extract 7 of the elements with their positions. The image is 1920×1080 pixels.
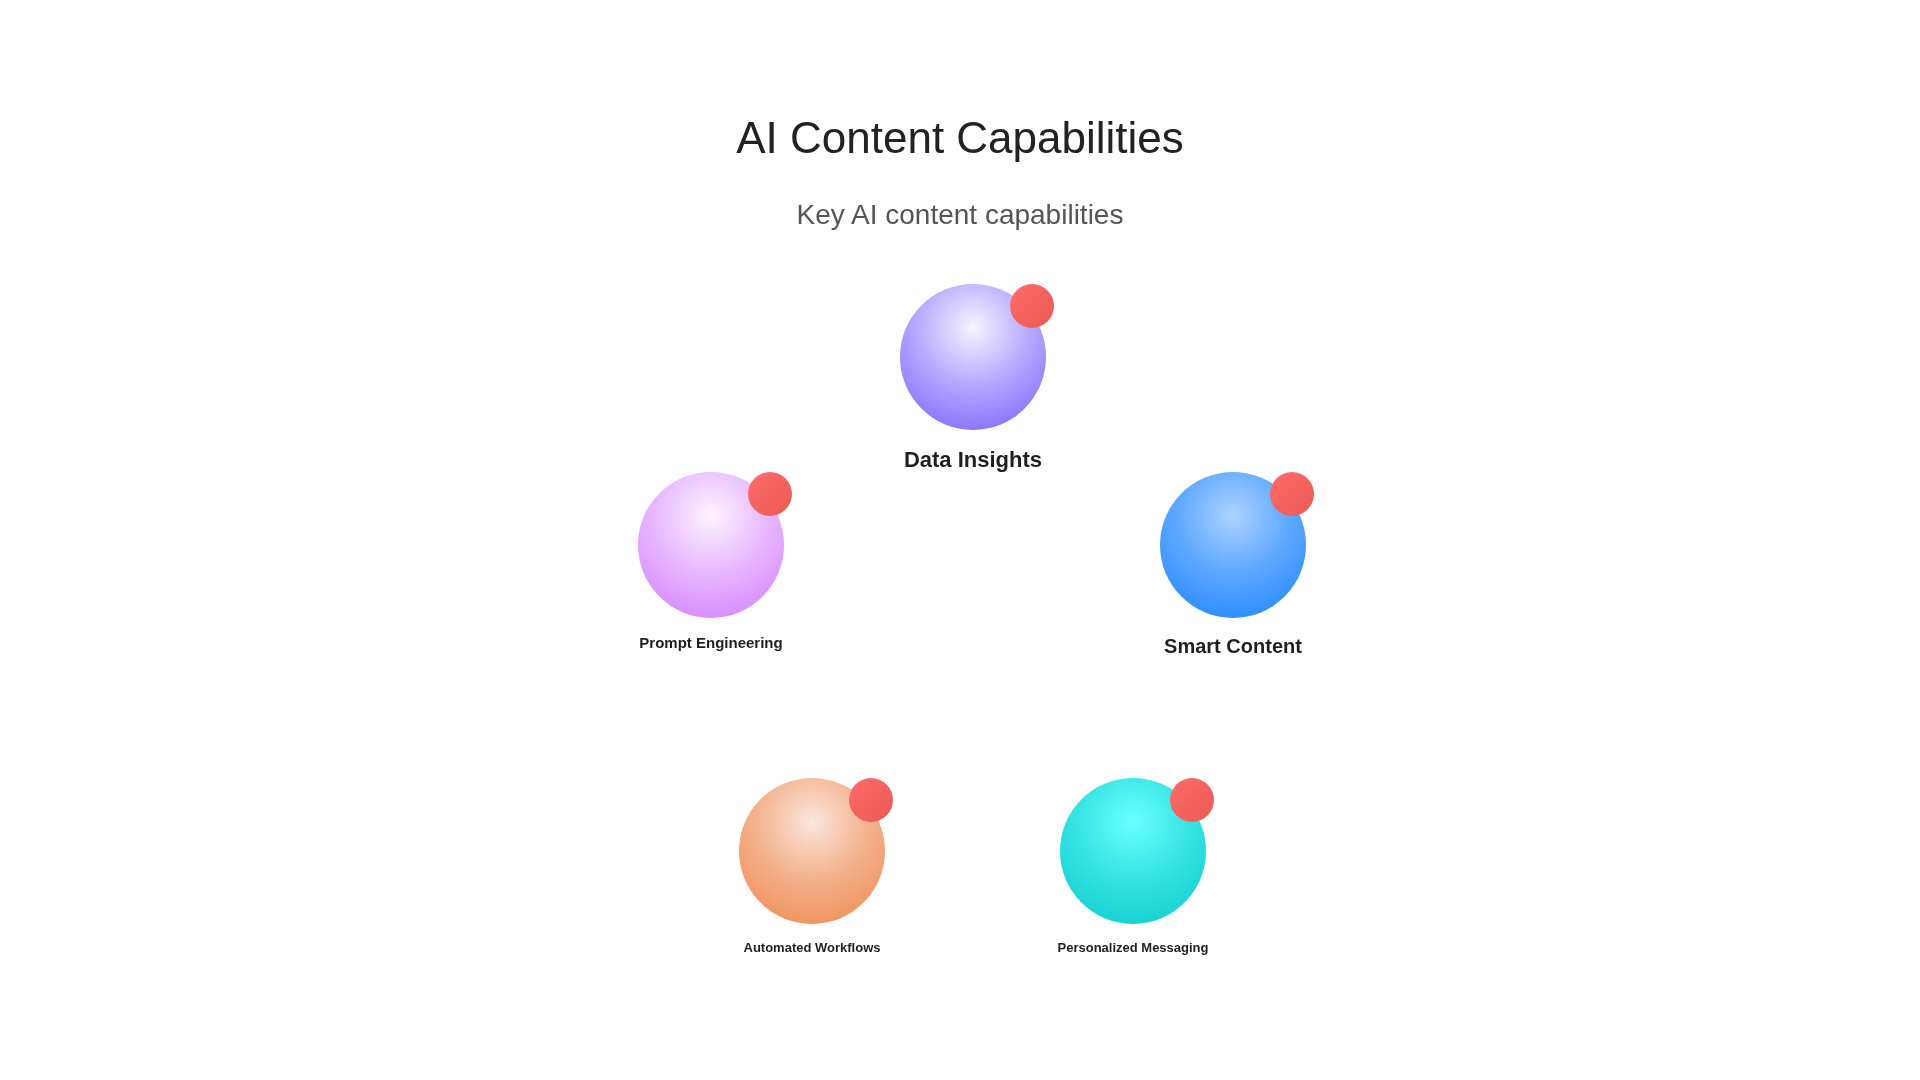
diagram-subtitle: Key AI content capabilities [796,198,1124,232]
capability-label: Personalized Messaging [1057,940,1209,957]
diagram-title: AI Content Capabilities [736,112,1184,164]
capability-label: Data Insights [903,446,1043,474]
capability-label: Automated Workflows [743,940,881,957]
capability-label: Prompt Engineering [639,634,783,653]
capability-label: Smart Content [1164,634,1302,659]
